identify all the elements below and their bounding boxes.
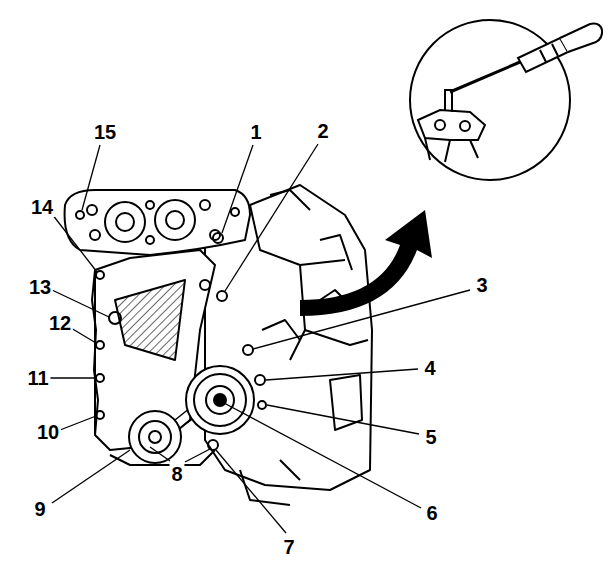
callout-number: 13 [27, 277, 53, 297]
callout-number: 6 [424, 503, 439, 523]
callout-number: 4 [422, 358, 437, 378]
callout-number: 7 [281, 537, 296, 557]
callout-number: 10 [35, 422, 61, 442]
callout-number: 15 [92, 122, 118, 142]
callout-number: 8 [169, 464, 184, 484]
callout-number: 1 [248, 122, 263, 142]
callout-number: 5 [423, 427, 438, 447]
callout-number: 14 [29, 197, 55, 217]
callout-number: 9 [32, 499, 47, 519]
callout-number: 12 [47, 313, 73, 333]
callout-number: 3 [474, 275, 489, 295]
callout-number: 11 [25, 368, 50, 388]
callout-number: 2 [315, 121, 330, 141]
